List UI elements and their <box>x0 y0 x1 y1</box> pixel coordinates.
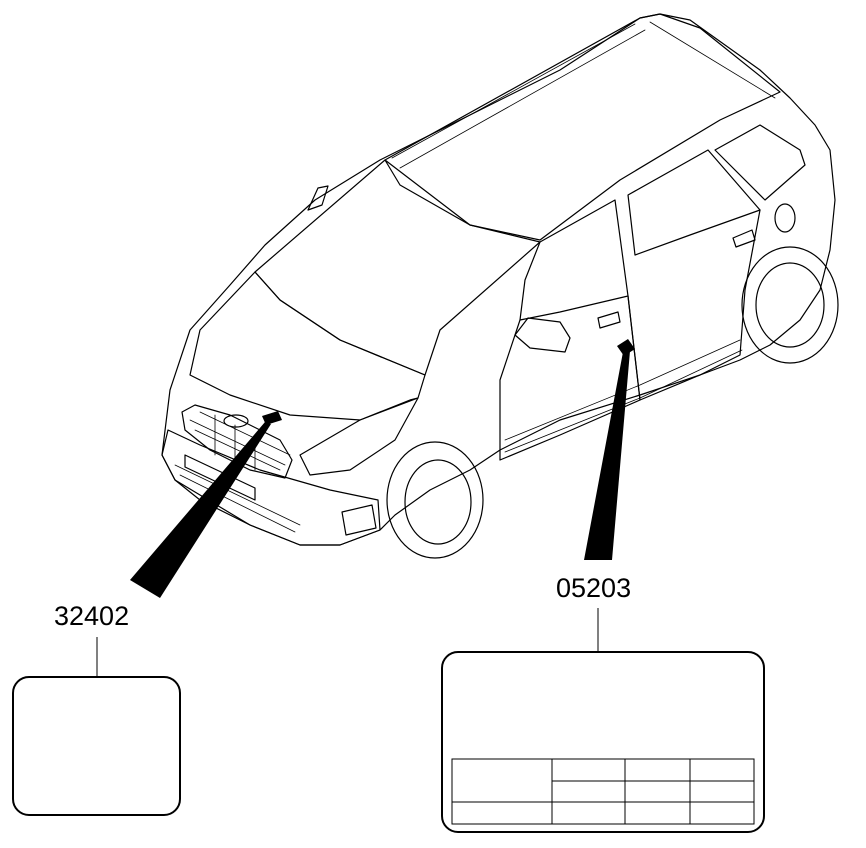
windshield <box>254 159 541 376</box>
front-door-handle <box>597 311 621 329</box>
side-mirror <box>514 317 571 353</box>
label-table-frame <box>451 758 755 825</box>
front-leader-wedge <box>130 422 271 598</box>
rear-door <box>627 209 761 401</box>
front-label-marker <box>262 411 282 425</box>
car-roof <box>384 13 781 241</box>
grille <box>181 404 293 479</box>
rear-door-handle <box>732 229 756 248</box>
part-number-05203: 05203 <box>556 573 631 603</box>
door-label-pointer <box>584 339 635 560</box>
headlight <box>299 397 419 476</box>
roof-rail <box>391 21 776 169</box>
side-mirror-far <box>307 185 329 211</box>
part-number-32402: 32402 <box>54 601 129 631</box>
vehicle-illustration <box>161 13 839 559</box>
car-body-outline <box>161 13 836 546</box>
side-sill <box>504 339 743 453</box>
callout-32402: 32402 <box>12 601 181 816</box>
badge <box>223 414 249 428</box>
callout-05203: 05203 <box>441 573 765 833</box>
rear-door-window <box>627 149 761 256</box>
front-door-window <box>519 199 629 321</box>
front-wheel <box>386 441 484 559</box>
rear-wheel <box>741 246 839 364</box>
label-box-05203 <box>441 651 765 833</box>
lower-grille <box>174 464 301 533</box>
front-label-pointer <box>130 411 282 598</box>
fog-lamp <box>341 504 377 536</box>
label-table <box>451 758 755 825</box>
hood <box>189 271 426 421</box>
quarter-window <box>714 124 806 201</box>
label-box-32402 <box>12 676 181 816</box>
grille-mesh <box>189 411 291 471</box>
front-bumper <box>161 429 381 546</box>
door-label-marker <box>617 339 635 356</box>
door-leader-wedge <box>584 351 630 560</box>
fuel-door <box>774 203 796 233</box>
